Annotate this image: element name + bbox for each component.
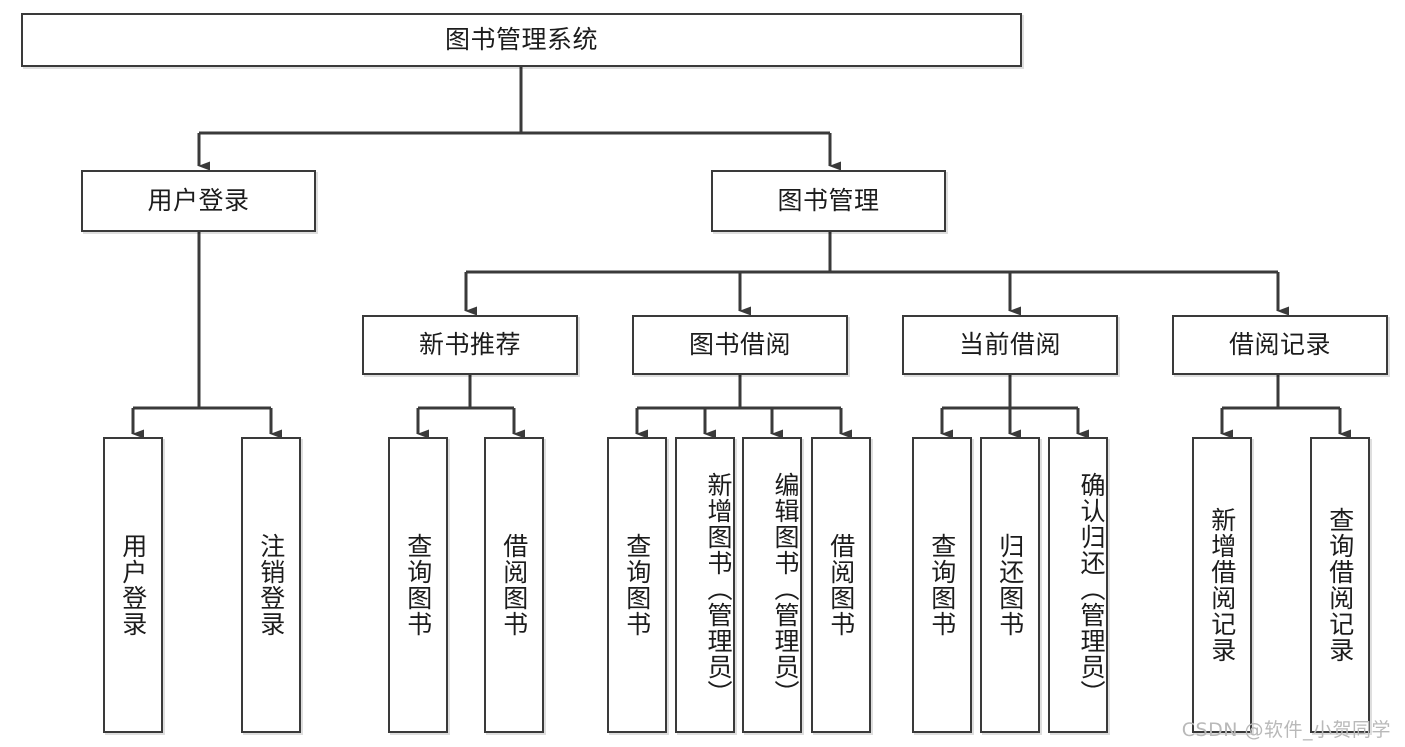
node-book-borrow[interactable]: 图书借阅 (632, 315, 848, 375)
leaf-add-book-label: 新增图书（管理员） (704, 472, 733, 706)
node-root-label: 图书管理系统 (444, 24, 598, 54)
leaf-borrow-book-2-label: 借阅图书 (826, 533, 856, 637)
leaf-query-book-2-label: 查询图书 (622, 533, 652, 637)
leaf-confirm-return[interactable]: 确认归还（管理员） (1048, 437, 1108, 733)
leaf-query-book-2[interactable]: 查询图书 (607, 437, 667, 733)
leaf-borrow-book-1-label: 借阅图书 (499, 533, 529, 637)
leaf-borrow-book-2[interactable]: 借阅图书 (811, 437, 871, 733)
leaf-query-record[interactable]: 查询借阅记录 (1310, 437, 1370, 733)
leaf-add-record-label: 新增借阅记录 (1207, 507, 1237, 663)
leaf-borrow-book-1[interactable]: 借阅图书 (484, 437, 544, 733)
node-root[interactable]: 图书管理系统 (21, 13, 1022, 67)
node-book-manage-label: 图书管理 (777, 185, 880, 215)
leaf-user-login-label: 用户登录 (118, 533, 148, 637)
leaf-query-record-label: 查询借阅记录 (1325, 507, 1355, 663)
leaf-query-book-1-label: 查询图书 (403, 533, 433, 637)
node-current-borrow[interactable]: 当前借阅 (902, 315, 1118, 375)
leaf-add-record[interactable]: 新增借阅记录 (1192, 437, 1252, 733)
leaf-return-book[interactable]: 归还图书 (980, 437, 1040, 733)
leaf-edit-book[interactable]: 编辑图书（管理员） (742, 437, 802, 733)
node-borrow-record-label: 借阅记录 (1228, 329, 1331, 359)
leaf-add-book[interactable]: 新增图书（管理员） (675, 437, 735, 733)
node-borrow-record[interactable]: 借阅记录 (1172, 315, 1388, 375)
leaf-query-book-1[interactable]: 查询图书 (388, 437, 448, 733)
leaf-user-login[interactable]: 用户登录 (103, 437, 163, 733)
leaf-edit-book-label: 编辑图书（管理员） (771, 472, 800, 706)
watermark: CSDN @软件_小贺同学 (1181, 719, 1391, 741)
node-user-login-label: 用户登录 (147, 185, 250, 215)
leaf-user-logout[interactable]: 注销登录 (241, 437, 301, 733)
node-new-book-recommend-label: 新书推荐 (418, 329, 521, 359)
leaf-query-book-3-label: 查询图书 (927, 533, 957, 637)
leaf-return-book-label: 归还图书 (995, 533, 1025, 637)
leaf-user-logout-label: 注销登录 (256, 533, 286, 637)
node-book-manage[interactable]: 图书管理 (711, 170, 946, 232)
node-user-login[interactable]: 用户登录 (81, 170, 316, 232)
node-new-book-recommend[interactable]: 新书推荐 (362, 315, 578, 375)
leaf-query-book-3[interactable]: 查询图书 (912, 437, 972, 733)
node-book-borrow-label: 图书借阅 (688, 329, 791, 359)
leaf-confirm-return-label: 确认归还（管理员） (1077, 472, 1106, 706)
node-current-borrow-label: 当前借阅 (958, 329, 1061, 359)
